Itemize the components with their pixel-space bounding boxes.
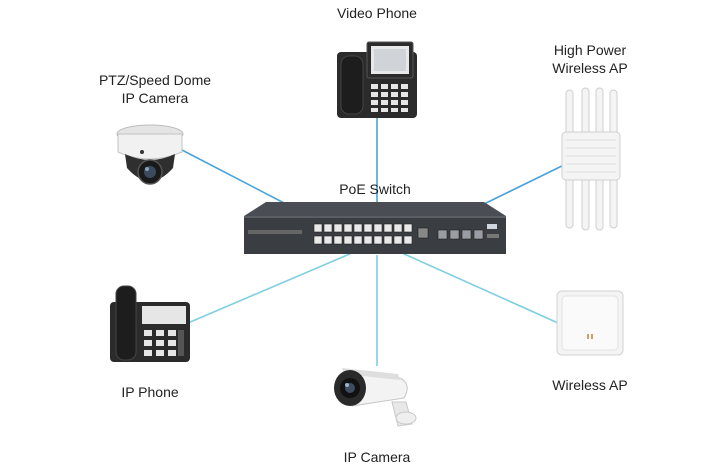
dome-camera-icon (116, 124, 184, 185)
ceiling-ap-icon (556, 290, 624, 356)
ptz-camera-label-line2: IP Camera (121, 90, 189, 106)
wireless-ap-device (556, 290, 624, 356)
ptz-camera-label-line1: PTZ/Speed Dome (98, 72, 212, 88)
high-power-ap-label-line2: Wireless AP (552, 60, 628, 76)
poe-switch-label: PoE Switch (339, 181, 411, 197)
desk-phone-icon (110, 285, 190, 362)
video-phone-icon (337, 41, 417, 118)
outdoor-ap-icon (561, 87, 621, 231)
link-ptz-camera (181, 149, 287, 205)
ip-camera-label: IP Camera (343, 449, 411, 465)
video-phone-device (337, 40, 417, 120)
ptz-camera-device (115, 122, 185, 192)
video-phone-label: Video Phone (337, 5, 417, 21)
ip-phone-device (110, 285, 190, 364)
high-power-ap-label-line1: High Power (553, 42, 627, 58)
poe-switch-device (244, 200, 506, 256)
high-power-ap-device (558, 87, 624, 232)
ip-phone-label: IP Phone (121, 384, 179, 400)
link-high-power-ap (481, 162, 569, 206)
ip-camera-device (332, 362, 424, 428)
link-ip-phone (187, 252, 353, 324)
wireless-ap-label: Wireless AP (552, 377, 628, 393)
poe-switch-icon (244, 202, 506, 254)
link-wireless-ap (401, 252, 559, 324)
bullet-camera-icon (334, 368, 417, 427)
